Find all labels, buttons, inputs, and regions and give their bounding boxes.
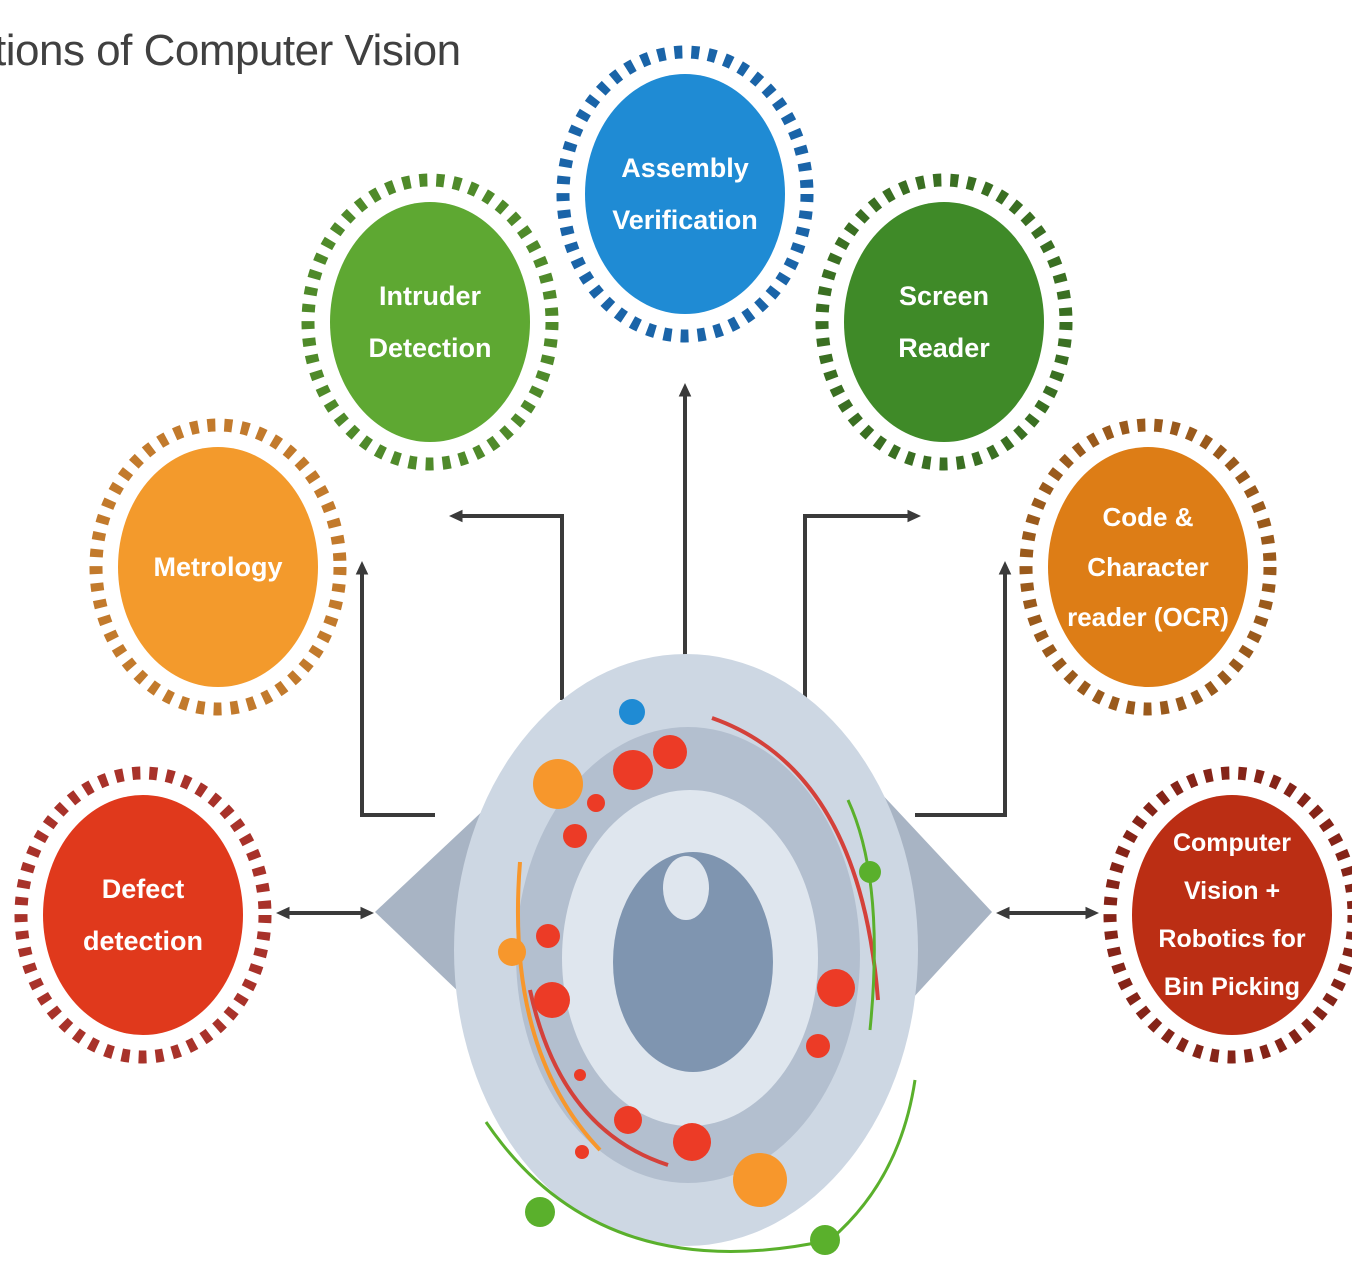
arrow-head-icon <box>678 383 692 397</box>
node-label: Computer <box>1173 829 1291 857</box>
decorative-dot <box>574 1069 586 1081</box>
node-defect-detection: Defect detection <box>14 766 272 1064</box>
node-label: Detection <box>368 333 491 363</box>
node-circle <box>43 795 243 1035</box>
node-metrology: Metrology <box>89 418 347 716</box>
node-label: reader (OCR) <box>1067 602 1229 632</box>
arrow-head-icon <box>996 906 1010 920</box>
connector-assembly <box>678 383 692 660</box>
pupil-highlight <box>663 856 709 920</box>
node-label: Verification <box>612 205 758 235</box>
node-label: Assembly <box>621 153 749 183</box>
decorative-dot <box>563 824 587 848</box>
decorative-arc <box>846 799 876 1031</box>
node-circle <box>1048 447 1248 687</box>
node-dotted-ring <box>1103 766 1352 1064</box>
node-label: Reader <box>898 333 990 363</box>
decorative-dot <box>619 699 645 725</box>
decorative-dot <box>525 1197 555 1227</box>
node-label: Robotics for <box>1158 925 1305 953</box>
connector-intruder <box>449 509 564 700</box>
node-dotted-ring <box>14 766 272 1064</box>
decorative-arc <box>711 716 880 1001</box>
node-label: Bin Picking <box>1164 973 1300 1001</box>
application-nodes: Defect detection Metrology IntruderDetectio… <box>14 45 1352 1064</box>
node-circle <box>585 74 785 314</box>
decorative-dot <box>613 750 653 790</box>
connector-metrology <box>355 561 435 817</box>
decorative-dot <box>806 1034 830 1058</box>
decorative-dot <box>810 1225 840 1255</box>
node-circle <box>118 447 318 687</box>
decorative-dot <box>536 924 560 948</box>
connector-code <box>915 561 1012 817</box>
node-dotted-ring <box>556 45 814 343</box>
decorative-dot <box>533 759 583 809</box>
decorative-dot <box>673 1123 711 1161</box>
decorative-dot <box>575 1145 589 1159</box>
arrow-head-icon <box>998 561 1012 575</box>
decorative-arc <box>516 861 602 1152</box>
connector-line <box>458 514 564 700</box>
node-label: Character <box>1087 552 1208 582</box>
connectors <box>276 383 1099 920</box>
decorative-arc <box>484 1079 917 1253</box>
node-label: Defect <box>102 874 185 904</box>
decorative-dot <box>859 861 881 883</box>
decorative-arc <box>528 989 669 1167</box>
node-circle <box>1132 795 1332 1035</box>
arrow-head-icon <box>449 509 463 523</box>
connector-defect <box>276 906 374 920</box>
node-dotted-ring <box>301 173 559 471</box>
connector-screen <box>803 509 921 700</box>
decorative-dot <box>587 794 605 812</box>
connector-line <box>915 570 1007 817</box>
page-title: tions of Computer Vision <box>0 26 461 75</box>
node-label: Vision + <box>1184 877 1280 905</box>
decorative-dot <box>653 735 687 769</box>
eye-illustration <box>375 654 992 1255</box>
decorative-dot <box>817 969 855 1007</box>
arrow-head-icon <box>276 906 290 920</box>
decorative-dot <box>498 938 526 966</box>
node-circle <box>844 202 1044 442</box>
node-label: Code & <box>1103 502 1194 532</box>
node-code-character-reader: Code & Character reader (OCR) <box>1019 418 1277 716</box>
arrow-head-icon <box>907 509 921 523</box>
decorative-dot <box>614 1106 642 1134</box>
node-dotted-ring <box>815 173 1073 471</box>
arrow-head-icon <box>360 906 374 920</box>
node-label: detection <box>83 926 203 956</box>
node-circle <box>330 202 530 442</box>
node-dotted-ring <box>89 418 347 716</box>
decorative-dot <box>733 1153 787 1207</box>
node-dotted-ring <box>1019 418 1277 716</box>
connector-bin-picking <box>996 906 1099 920</box>
node-label: Metrology <box>153 552 282 582</box>
connector-line <box>360 570 435 817</box>
connector-line <box>803 514 912 700</box>
node-label: Intruder <box>379 281 481 311</box>
pupil <box>613 852 773 1072</box>
decorative-dot <box>534 982 570 1018</box>
arrow-head-icon <box>1085 906 1099 920</box>
node-label: Screen <box>899 281 989 311</box>
arrow-head-icon <box>355 561 369 575</box>
